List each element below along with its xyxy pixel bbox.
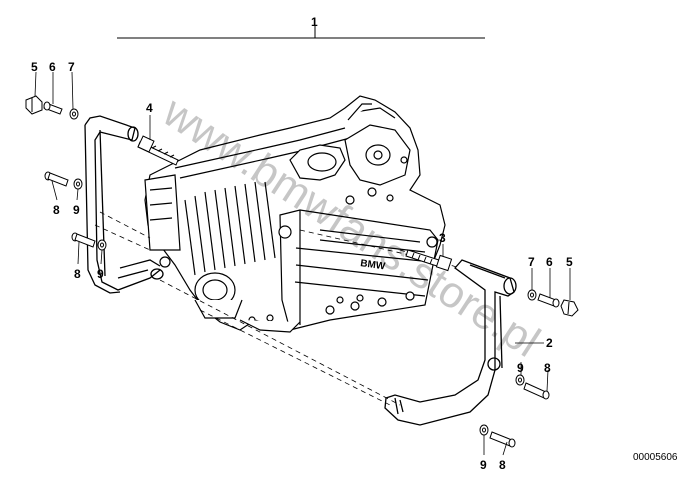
fasteners-right [527, 289, 579, 317]
callout-8-bottom: 8 [499, 458, 506, 472]
stud-bolt-front [137, 135, 179, 166]
callout-7-right: 7 [528, 255, 535, 269]
callout-8-left-lower: 8 [74, 267, 81, 281]
left-crash-bar-drawing [84, 115, 164, 294]
callout-9-bottom: 9 [480, 458, 487, 472]
engine-logo-text: BMW [360, 258, 387, 272]
fasteners-left-upper [44, 171, 83, 190]
callout-1-bracket [117, 26, 485, 39]
fasteners-left-lower [71, 232, 107, 251]
callout-2: 2 [546, 336, 553, 350]
callout-3: 3 [439, 231, 446, 245]
callout-9-right-mid: 9 [517, 361, 524, 375]
callout-1: 1 [311, 15, 318, 29]
callout-6-left: 6 [49, 60, 56, 74]
fasteners-bottom [479, 424, 516, 448]
callout-8-left-upper: 8 [53, 203, 60, 217]
callout-8-right-mid: 8 [544, 361, 551, 375]
engine-block-drawing [144, 95, 446, 333]
callout-7-left: 7 [68, 60, 75, 74]
callout-5-left: 5 [31, 60, 38, 74]
stud-bolt-rear [405, 249, 453, 272]
callout-4: 4 [146, 101, 153, 115]
callout-5-right: 5 [566, 255, 573, 269]
callout-6-right: 6 [546, 255, 553, 269]
callout-9-left-upper: 9 [73, 203, 80, 217]
diagram-reference-number: 00005606 [633, 452, 678, 463]
right-crash-bar-drawing [384, 259, 517, 426]
callout-9-left-lower: 9 [97, 267, 104, 281]
fasteners-right-mid [515, 374, 550, 400]
fasteners-top-left [25, 95, 79, 120]
leader-lines [34, 71, 571, 456]
